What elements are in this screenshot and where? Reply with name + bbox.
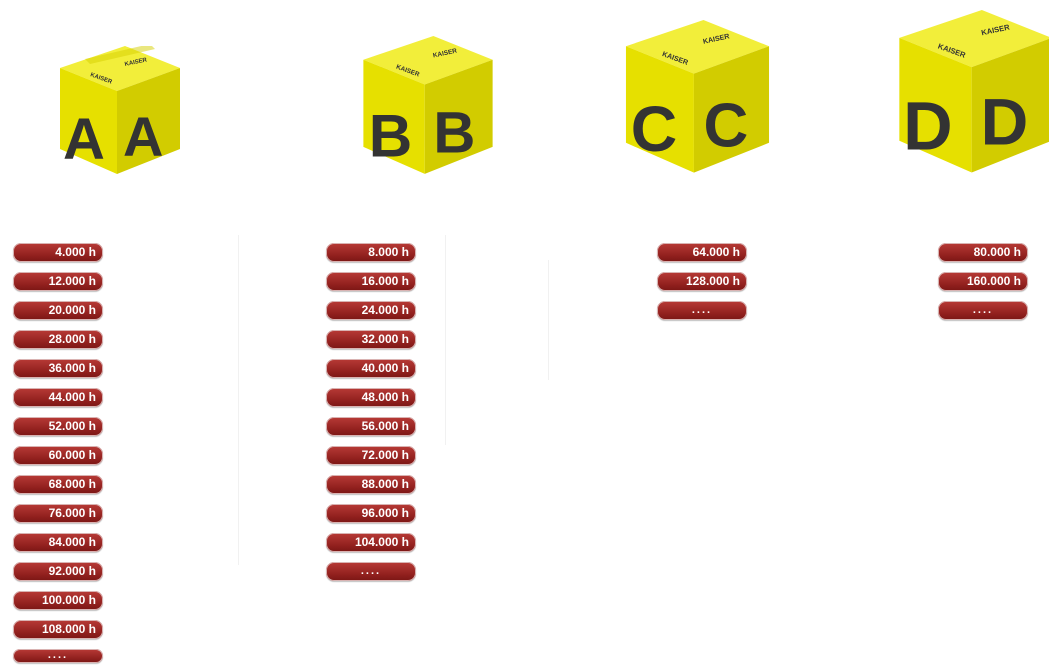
box-a-letter-right: A xyxy=(123,105,163,168)
box-a-letter-left: A xyxy=(63,107,105,172)
interval-pill: 68.000 h xyxy=(13,475,103,494)
box-a-icon: KAISER KAISER A A xyxy=(55,46,185,176)
interval-pill: 4.000 h xyxy=(13,243,103,262)
box-d-letter-left: D xyxy=(903,88,952,165)
interval-pill: 8.000 h xyxy=(326,243,416,262)
box-d-letter-right: D xyxy=(981,85,1029,159)
box-b-letter-right: B xyxy=(433,100,475,165)
interval-pill-more: .... xyxy=(938,301,1028,320)
interval-pill: 44.000 h xyxy=(13,388,103,407)
box-c-letter-left: C xyxy=(631,93,678,165)
interval-pill-more: .... xyxy=(657,301,747,320)
interval-pill: 88.000 h xyxy=(326,475,416,494)
interval-pill: 56.000 h xyxy=(326,417,416,436)
interval-pill: 48.000 h xyxy=(326,388,416,407)
interval-pill: 96.000 h xyxy=(326,504,416,523)
box-c-icon: KAISER KAISER C C xyxy=(620,20,775,175)
guide-line xyxy=(445,235,446,445)
interval-pill: 40.000 h xyxy=(326,359,416,378)
interval-pill: 100.000 h xyxy=(13,591,103,610)
interval-pill: 108.000 h xyxy=(13,620,103,639)
interval-pill: 32.000 h xyxy=(326,330,416,349)
box-d-icon: KAISER KAISER D D xyxy=(893,10,1049,175)
interval-pill: 28.000 h xyxy=(13,330,103,349)
interval-pill: 60.000 h xyxy=(13,446,103,465)
interval-pill: 20.000 h xyxy=(13,301,103,320)
interval-pill: 160.000 h xyxy=(938,272,1028,291)
interval-pill: 12.000 h xyxy=(13,272,103,291)
interval-pill-more: .... xyxy=(326,562,416,581)
interval-pill: 128.000 h xyxy=(657,272,747,291)
guide-line xyxy=(238,235,239,565)
interval-pill: 92.000 h xyxy=(13,562,103,581)
interval-pill: 76.000 h xyxy=(13,504,103,523)
interval-pill: 104.000 h xyxy=(326,533,416,552)
interval-pill: 64.000 h xyxy=(657,243,747,262)
interval-pill: 72.000 h xyxy=(326,446,416,465)
interval-pill: 52.000 h xyxy=(13,417,103,436)
interval-pill-more: .... xyxy=(13,649,103,663)
box-c-letter-right: C xyxy=(703,91,748,160)
box-b-icon: KAISER KAISER B B xyxy=(358,36,498,176)
box-b-letter-left: B xyxy=(369,102,413,170)
guide-line xyxy=(548,260,549,380)
interval-pill: 36.000 h xyxy=(13,359,103,378)
interval-pill: 24.000 h xyxy=(326,301,416,320)
interval-pill: 84.000 h xyxy=(13,533,103,552)
interval-pill: 80.000 h xyxy=(938,243,1028,262)
interval-pill: 16.000 h xyxy=(326,272,416,291)
